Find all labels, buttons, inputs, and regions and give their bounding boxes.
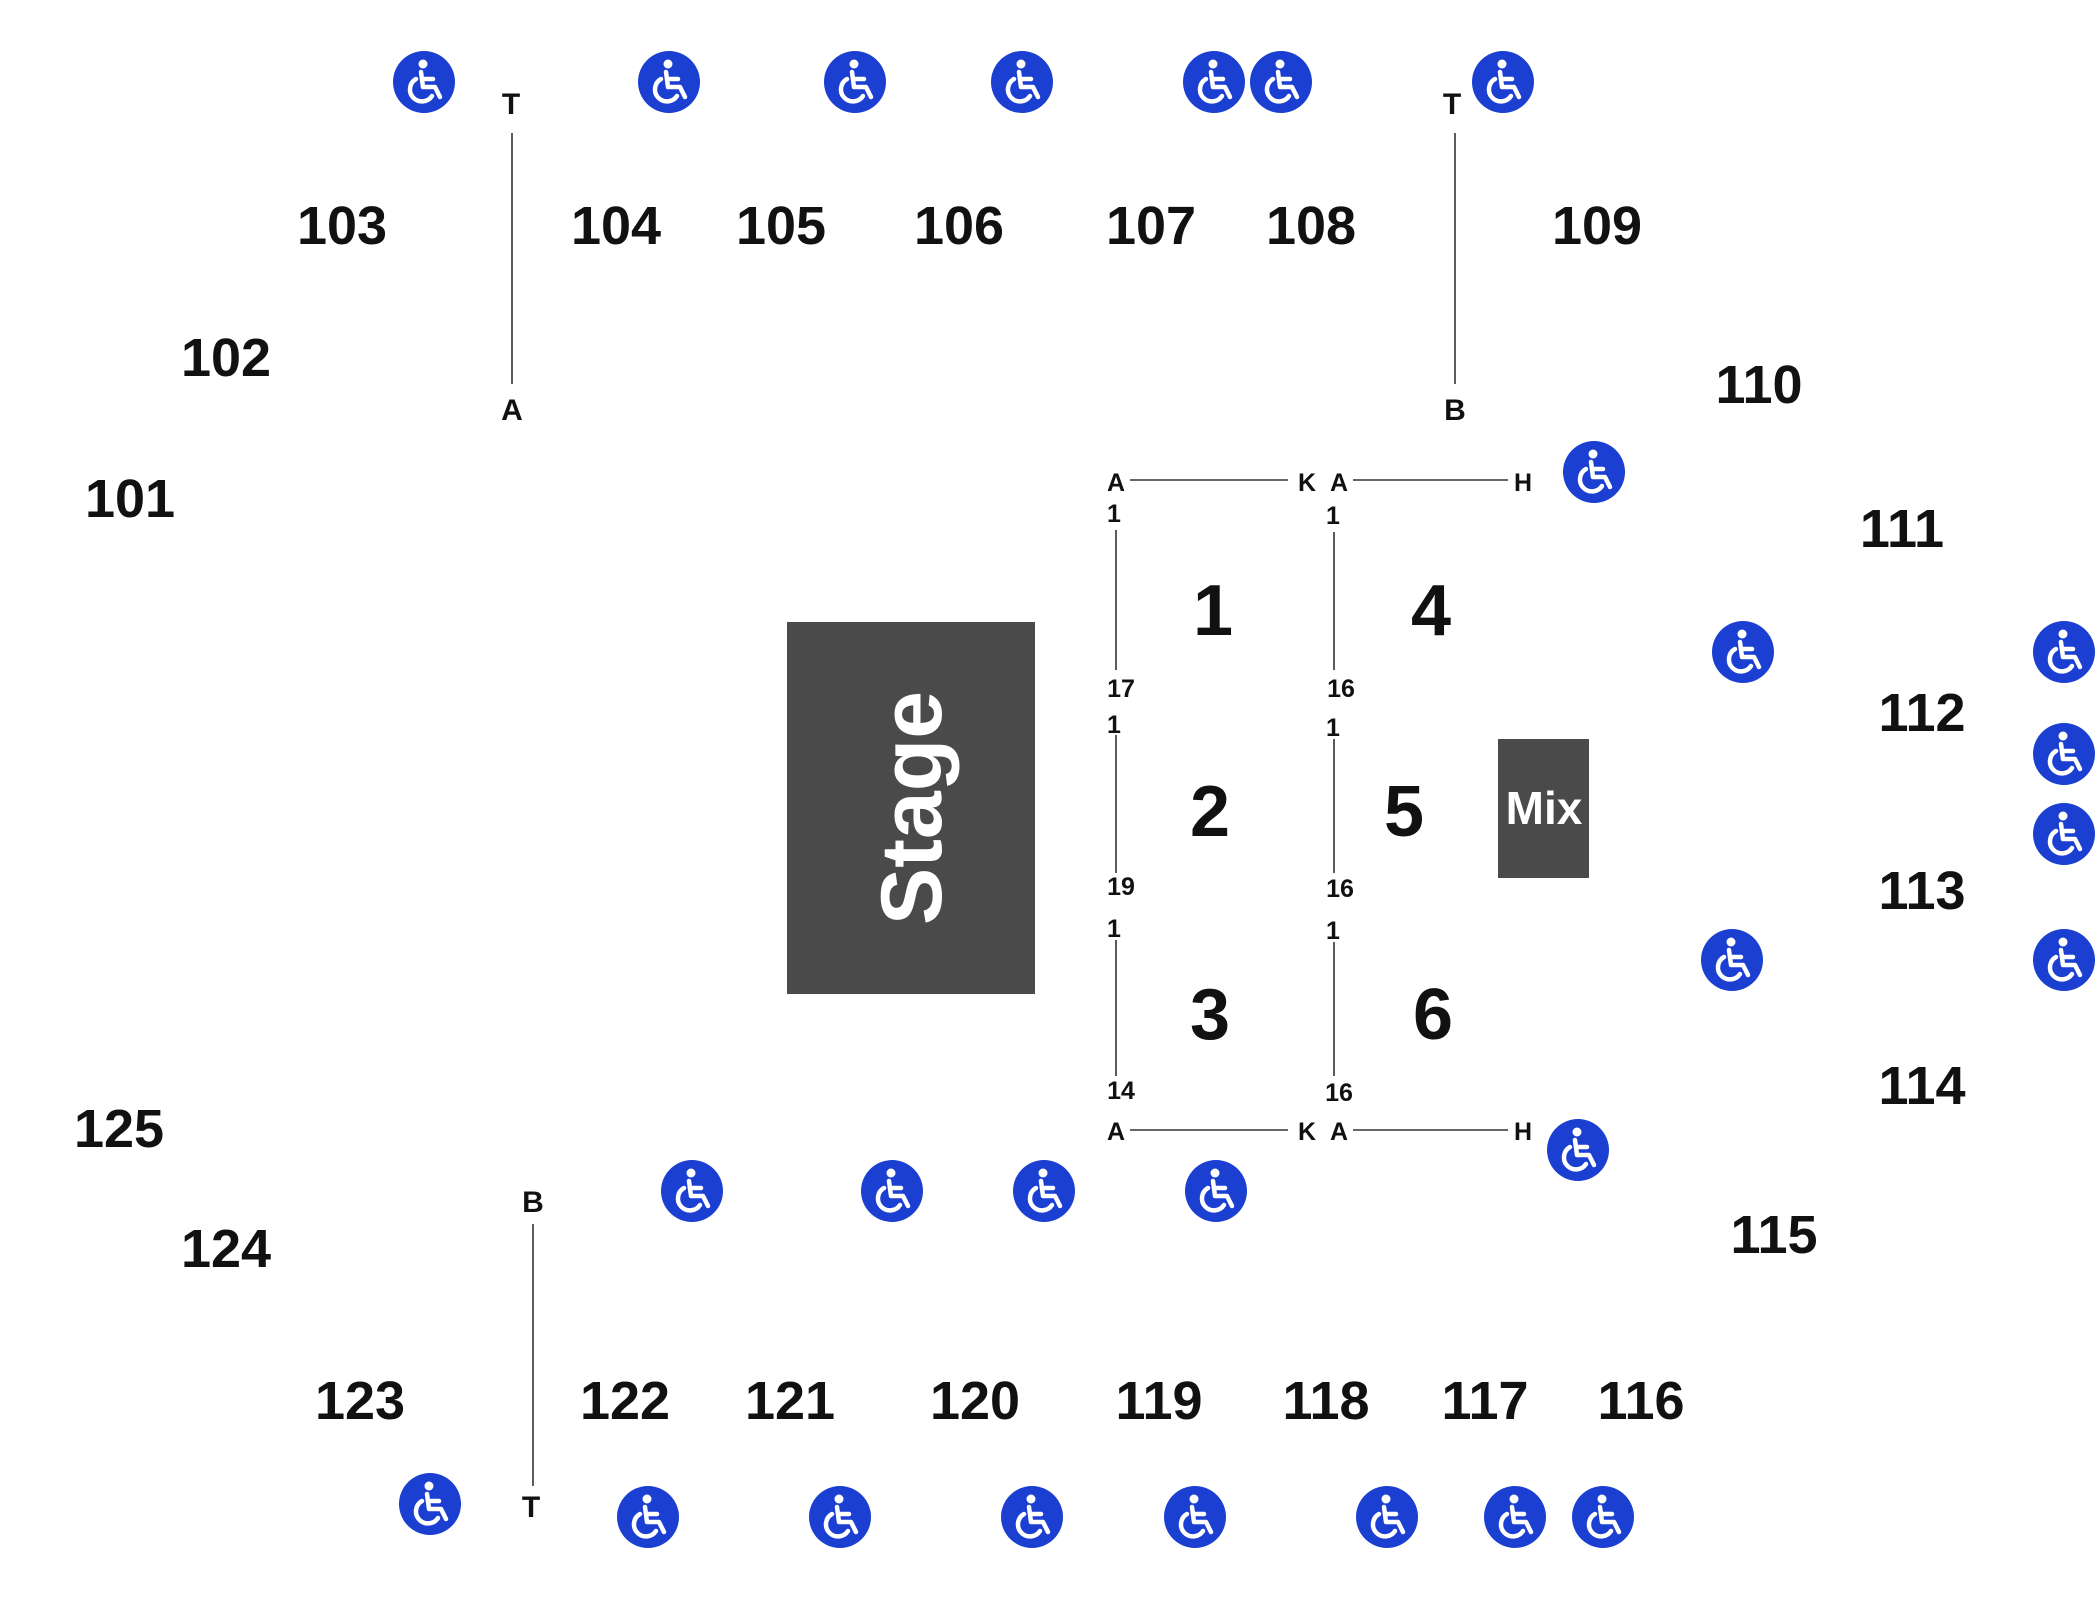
- section-115[interactable]: 115: [1730, 1205, 1817, 1265]
- section-112[interactable]: 112: [1878, 683, 1965, 743]
- wheelchair-icon[interactable]: [991, 51, 1053, 113]
- accessible-seating-layer: [393, 51, 2095, 1548]
- section-120[interactable]: 120: [930, 1371, 1020, 1431]
- wheelchair-icon[interactable]: [638, 51, 700, 113]
- section-114[interactable]: 114: [1878, 1056, 1965, 1116]
- floor-row-marker: H: [1514, 1118, 1532, 1146]
- wheelchair-icon[interactable]: [1183, 51, 1245, 113]
- floor-seat-number: 1: [1326, 917, 1340, 945]
- aisle-row-marker: T: [1443, 88, 1461, 121]
- floor-seat-number: 16: [1327, 675, 1355, 703]
- floor-row-marker: K: [1298, 1118, 1316, 1146]
- wheelchair-icon[interactable]: [661, 1160, 723, 1222]
- section-103[interactable]: 103: [297, 196, 387, 256]
- aisle-row-marker: A: [501, 394, 523, 427]
- section-101[interactable]: 101: [85, 469, 175, 529]
- wheelchair-icon[interactable]: [1013, 1160, 1075, 1222]
- wheelchair-icon[interactable]: [861, 1160, 923, 1222]
- floor-seat-number: 1: [1107, 500, 1121, 528]
- section-122[interactable]: 122: [580, 1371, 670, 1431]
- section-110[interactable]: 110: [1715, 355, 1802, 415]
- floor-seat-number: 19: [1107, 873, 1135, 901]
- floor-section-2[interactable]: 2: [1190, 772, 1230, 852]
- section-118[interactable]: 118: [1282, 1371, 1369, 1431]
- wheelchair-icon[interactable]: [1712, 621, 1774, 683]
- floor-seat-number: 16: [1325, 1079, 1353, 1107]
- wheelchair-icon[interactable]: [1472, 51, 1534, 113]
- floor-row-marker: A: [1107, 1118, 1125, 1146]
- stage[interactable]: [787, 622, 1035, 994]
- wheelchair-icon[interactable]: [2033, 723, 2095, 785]
- floor-section-1[interactable]: 1: [1193, 571, 1233, 651]
- wheelchair-icon[interactable]: [1250, 51, 1312, 113]
- wheelchair-icon[interactable]: [2033, 803, 2095, 865]
- aisle-row-marker: T: [522, 1491, 540, 1524]
- wheelchair-icon[interactable]: [1572, 1486, 1634, 1548]
- floor-row-marker: K: [1298, 469, 1316, 497]
- wheelchair-icon[interactable]: [399, 1473, 461, 1535]
- wheelchair-icon[interactable]: [1164, 1486, 1226, 1548]
- wheelchair-icon[interactable]: [1185, 1160, 1247, 1222]
- wheelchair-icon[interactable]: [809, 1486, 871, 1548]
- section-113[interactable]: 113: [1878, 861, 1965, 921]
- section-117[interactable]: 117: [1441, 1371, 1528, 1431]
- aisle-row-marker: B: [1444, 394, 1466, 427]
- floor-row-marker: H: [1514, 469, 1532, 497]
- floor-section-3[interactable]: 3: [1190, 975, 1230, 1055]
- wheelchair-icon[interactable]: [1356, 1486, 1418, 1548]
- floor-seat-number: 14: [1107, 1077, 1135, 1105]
- floor-row-marker: A: [1107, 469, 1125, 497]
- section-111[interactable]: 111: [1860, 499, 1944, 559]
- section-123[interactable]: 123: [315, 1371, 405, 1431]
- wheelchair-icon[interactable]: [2033, 929, 2095, 991]
- wheelchair-icon[interactable]: [393, 51, 455, 113]
- floor-section-6[interactable]: 6: [1413, 975, 1453, 1055]
- floor-seat-number: 17: [1107, 675, 1135, 703]
- section-125[interactable]: 125: [74, 1099, 164, 1159]
- wheelchair-icon[interactable]: [824, 51, 886, 113]
- wheelchair-icon[interactable]: [2033, 621, 2095, 683]
- floor-seat-number: 1: [1326, 714, 1340, 742]
- wheelchair-icon[interactable]: [1547, 1119, 1609, 1181]
- section-108[interactable]: 108: [1266, 196, 1356, 256]
- wheelchair-icon[interactable]: [1563, 441, 1625, 503]
- section-121[interactable]: 121: [745, 1371, 835, 1431]
- section-124[interactable]: 124: [181, 1219, 271, 1279]
- section-102[interactable]: 102: [181, 328, 271, 388]
- floor-section-4[interactable]: 4: [1411, 571, 1451, 651]
- wheelchair-icon[interactable]: [1484, 1486, 1546, 1548]
- floor-seat-number: 1: [1107, 915, 1121, 943]
- section-119[interactable]: 119: [1115, 1371, 1202, 1431]
- aisle-row-marker: T: [502, 88, 520, 121]
- section-107[interactable]: 107: [1106, 196, 1196, 256]
- floor-row-marker: A: [1330, 469, 1348, 497]
- section-116[interactable]: 116: [1597, 1371, 1684, 1431]
- mix-position[interactable]: [1498, 739, 1589, 878]
- section-106[interactable]: 106: [914, 196, 1004, 256]
- floor-seat-number: 1: [1107, 711, 1121, 739]
- mix-label: Mix: [1506, 782, 1583, 834]
- floor-row-marker: A: [1330, 1118, 1348, 1146]
- wheelchair-icon[interactable]: [617, 1486, 679, 1548]
- section-104[interactable]: 104: [571, 196, 661, 256]
- wheelchair-icon[interactable]: [1701, 929, 1763, 991]
- wheelchair-icon[interactable]: [1001, 1486, 1063, 1548]
- section-105[interactable]: 105: [736, 196, 826, 256]
- floor-seat-number: 16: [1326, 875, 1354, 903]
- section-109[interactable]: 109: [1552, 196, 1642, 256]
- aisle-row-marker: B: [522, 1186, 544, 1219]
- stage-label: Stage: [864, 691, 960, 925]
- floor-seat-number: 1: [1326, 502, 1340, 530]
- floor-section-5[interactable]: 5: [1384, 772, 1424, 852]
